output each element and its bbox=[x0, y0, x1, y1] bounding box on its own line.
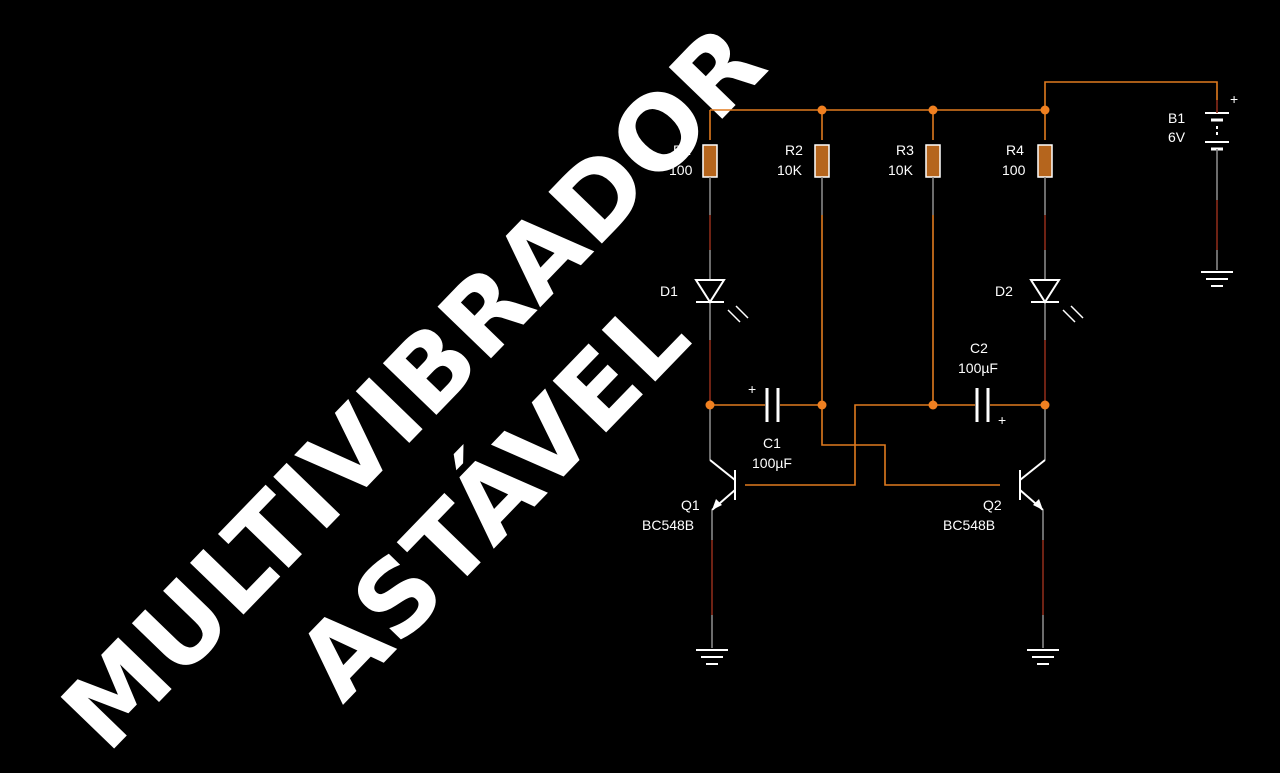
supply-rail bbox=[709, 81, 1218, 140]
c2-value: 100µF bbox=[958, 360, 998, 376]
c2-ref: C2 bbox=[970, 340, 988, 356]
r2-value: 10K bbox=[777, 162, 803, 178]
capacitor-c2: + C2 100µF bbox=[958, 340, 1006, 428]
resistor-r2: R2 10K bbox=[777, 142, 830, 178]
c1-polarity: + bbox=[748, 381, 756, 397]
d1-ref: D1 bbox=[660, 283, 678, 299]
circuit-schematic: + B1 6V R1 100 R2 10K R3 10K R4 100 bbox=[642, 81, 1238, 665]
battery-polarity: + bbox=[1230, 91, 1238, 107]
led-d2: D2 bbox=[995, 279, 1084, 323]
resistor-r4: R4 100 bbox=[1002, 142, 1053, 178]
d2-ref: D2 bbox=[995, 283, 1013, 299]
b1-ref: B1 bbox=[1168, 110, 1185, 126]
r1-ref: R1 bbox=[673, 142, 691, 158]
battery-b1: + B1 6V bbox=[1168, 91, 1238, 287]
c1-value: 100µF bbox=[752, 455, 792, 471]
capacitor-c1: + C1 100µF bbox=[748, 381, 792, 471]
resistor-r3: R3 10K bbox=[888, 142, 941, 178]
r2-ref: R2 bbox=[785, 142, 803, 158]
transistor-q2: Q2 BC548B bbox=[943, 459, 1059, 665]
led-d1: D1 bbox=[660, 279, 749, 323]
transistor-q1: Q1 BC548B bbox=[642, 459, 736, 665]
r1-value: 100 bbox=[669, 162, 693, 178]
b1-value: 6V bbox=[1168, 129, 1186, 145]
q1-value: BC548B bbox=[642, 517, 694, 533]
r4-value: 100 bbox=[1002, 162, 1026, 178]
r4-ref: R4 bbox=[1006, 142, 1024, 158]
c2-polarity: + bbox=[998, 412, 1006, 428]
r3-value: 10K bbox=[888, 162, 914, 178]
q1-ref: Q1 bbox=[681, 497, 700, 513]
q2-ref: Q2 bbox=[983, 497, 1002, 513]
q2-value: BC548B bbox=[943, 517, 995, 533]
c1-ref: C1 bbox=[763, 435, 781, 451]
resistor-r1: R1 100 bbox=[669, 142, 718, 178]
junctions bbox=[705, 105, 1050, 410]
r3-ref: R3 bbox=[896, 142, 914, 158]
